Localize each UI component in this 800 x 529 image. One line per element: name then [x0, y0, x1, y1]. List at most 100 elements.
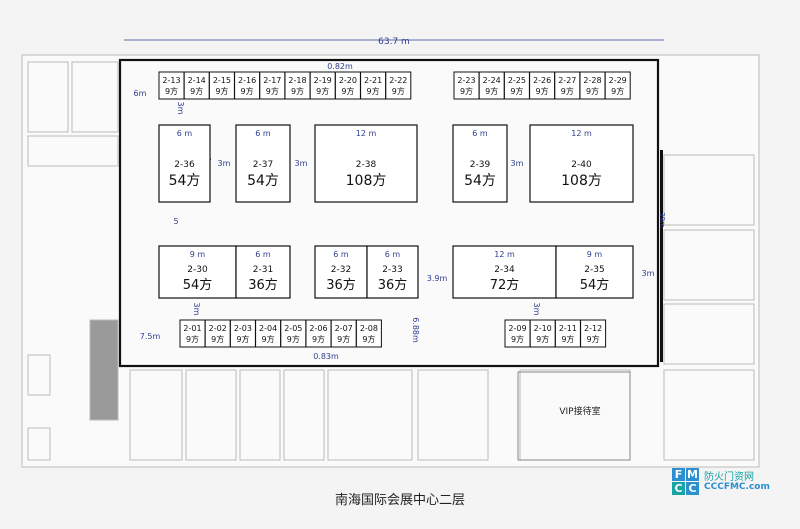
booth-dim-2-36: 6 m — [177, 129, 193, 138]
dim-left-top: 6m — [134, 89, 147, 98]
dim-3m-right-row: 3m — [532, 303, 541, 316]
booth-id-2-30: 2-30 — [187, 265, 208, 275]
logo-letter-f: F — [672, 468, 685, 481]
booth-size-2-12: 9方 — [587, 334, 600, 344]
booth-size-2-11: 9方 — [561, 334, 574, 344]
booth-size-2-32: 36方 — [326, 277, 356, 293]
booth-size-2-34: 72方 — [490, 277, 520, 293]
booth-2-02 — [204, 319, 231, 348]
vip-room — [517, 371, 631, 461]
bottom-rooms — [129, 369, 631, 461]
booth-id-2-14: 2-14 — [188, 76, 206, 85]
booth-id-2-34: 2-34 — [494, 265, 515, 275]
booth-size-2-03: 9方 — [236, 334, 249, 344]
booth-id-2-02: 2-02 — [209, 324, 227, 333]
booth-2-24 — [478, 71, 505, 100]
booth-dim-2-34: 12 m — [494, 250, 515, 259]
booth-2-33 — [366, 245, 419, 299]
booth-size-2-07: 9方 — [337, 334, 350, 344]
booth-id-2-12: 2-12 — [584, 324, 602, 333]
booth-id-2-08: 2-08 — [360, 324, 378, 333]
booth-id-2-20: 2-20 — [339, 76, 357, 85]
booth-2-15 — [208, 71, 235, 100]
booth-id-2-33: 2-33 — [382, 265, 402, 275]
booth-id-2-36: 2-36 — [174, 160, 195, 170]
booth-id-2-11: 2-11 — [559, 324, 577, 333]
booth-id-2-31: 2-31 — [253, 265, 273, 275]
booth-dim-2-30: 9 m — [190, 250, 206, 259]
booth-size-2-18: 9方 — [291, 86, 304, 96]
left-annex — [27, 61, 119, 461]
booth-size-2-26: 9方 — [536, 86, 549, 96]
dim-3m-1: 3m — [218, 159, 231, 168]
booth-size-2-37: 54方 — [247, 173, 279, 189]
main-hall-wall — [118, 58, 660, 368]
booth-id-2-40: 2-40 — [571, 160, 592, 170]
logo-letter-c1: C — [672, 482, 685, 495]
dim-3m-3: 3m — [511, 159, 524, 168]
booth-size-2-28: 9方 — [586, 86, 599, 96]
booth-dim-2-39: 6 m — [472, 129, 488, 138]
booth-id-2-23: 2-23 — [457, 76, 475, 85]
vip-room-label: VIP接待室 — [559, 405, 600, 417]
booth-2-05 — [280, 319, 307, 348]
booth-size-2-38: 108方 — [346, 173, 387, 189]
booth-size-2-04: 9方 — [262, 334, 275, 344]
booth-size-2-14: 9方 — [190, 86, 203, 96]
booth-size-2-17: 9方 — [266, 86, 279, 96]
booth-layer: 2-139方2-149方2-159方2-169方2-179方2-189方2-19… — [158, 71, 634, 348]
booth-2-25 — [503, 71, 530, 100]
logo-letter-m: M — [686, 468, 699, 481]
booth-size-2-24: 9方 — [485, 86, 498, 96]
dim-3m-2: 3m — [295, 159, 308, 168]
booth-2-18 — [284, 71, 311, 100]
booth-2-31 — [235, 245, 291, 299]
booth-dim-2-31: 6 m — [255, 250, 271, 259]
booth-id-2-13: 2-13 — [162, 76, 180, 85]
dim-right-39m: 39m — [658, 212, 666, 228]
booth-size-2-19: 9方 — [316, 86, 329, 96]
booth-2-20 — [334, 71, 361, 100]
booth-size-2-13: 9方 — [165, 86, 178, 96]
booth-id-2-35: 2-35 — [584, 265, 604, 275]
booth-size-2-39: 54方 — [464, 173, 496, 189]
booth-size-2-06: 9方 — [312, 334, 325, 344]
booth-id-2-04: 2-04 — [259, 324, 277, 333]
dim-left-mid: 5 — [173, 217, 178, 226]
plan-title: 南海国际会展中心二层 — [334, 493, 465, 508]
booth-size-2-10: 9方 — [536, 334, 549, 344]
booth-2-14 — [183, 71, 210, 100]
booth-2-26 — [529, 71, 556, 100]
booth-size-2-27: 9方 — [561, 86, 574, 96]
dim-3m-top-row: 3m — [176, 102, 185, 115]
booth-id-2-38: 2-38 — [356, 160, 377, 170]
booth-2-08 — [355, 319, 382, 348]
logo-cn: 防火门资网 — [704, 472, 754, 483]
booth-size-2-20: 9方 — [341, 86, 354, 96]
booth-2-34 — [452, 245, 557, 299]
booth-2-29 — [604, 71, 631, 100]
booth-2-40 — [529, 124, 634, 203]
fmc-logo: F M C C 防火门资网 CCCFMC.com — [672, 468, 790, 522]
booth-2-32 — [314, 245, 368, 299]
booth-size-2-02: 9方 — [211, 334, 224, 344]
booth-size-2-35: 54方 — [580, 277, 610, 293]
booth-id-2-39: 2-39 — [470, 160, 491, 170]
dim-left-bottom: 7.5m — [140, 332, 161, 341]
booth-dim-2-38: 12 m — [356, 129, 377, 138]
main-hall-right-wall — [660, 150, 663, 362]
booth-2-36 — [158, 124, 211, 203]
booth-2-16 — [234, 71, 261, 100]
booth-2-01 — [179, 319, 206, 348]
booth-2-12 — [580, 319, 607, 348]
booth-2-07 — [330, 319, 357, 348]
booth-2-11 — [554, 319, 581, 348]
booth-2-10 — [529, 319, 556, 348]
booth-id-2-06: 2-06 — [309, 324, 327, 333]
booth-size-2-30: 54方 — [183, 277, 213, 293]
booth-id-2-21: 2-21 — [364, 76, 382, 85]
booth-size-2-29: 9方 — [611, 86, 624, 96]
booth-id-2-37: 2-37 — [253, 160, 273, 170]
right-annex — [663, 154, 755, 461]
